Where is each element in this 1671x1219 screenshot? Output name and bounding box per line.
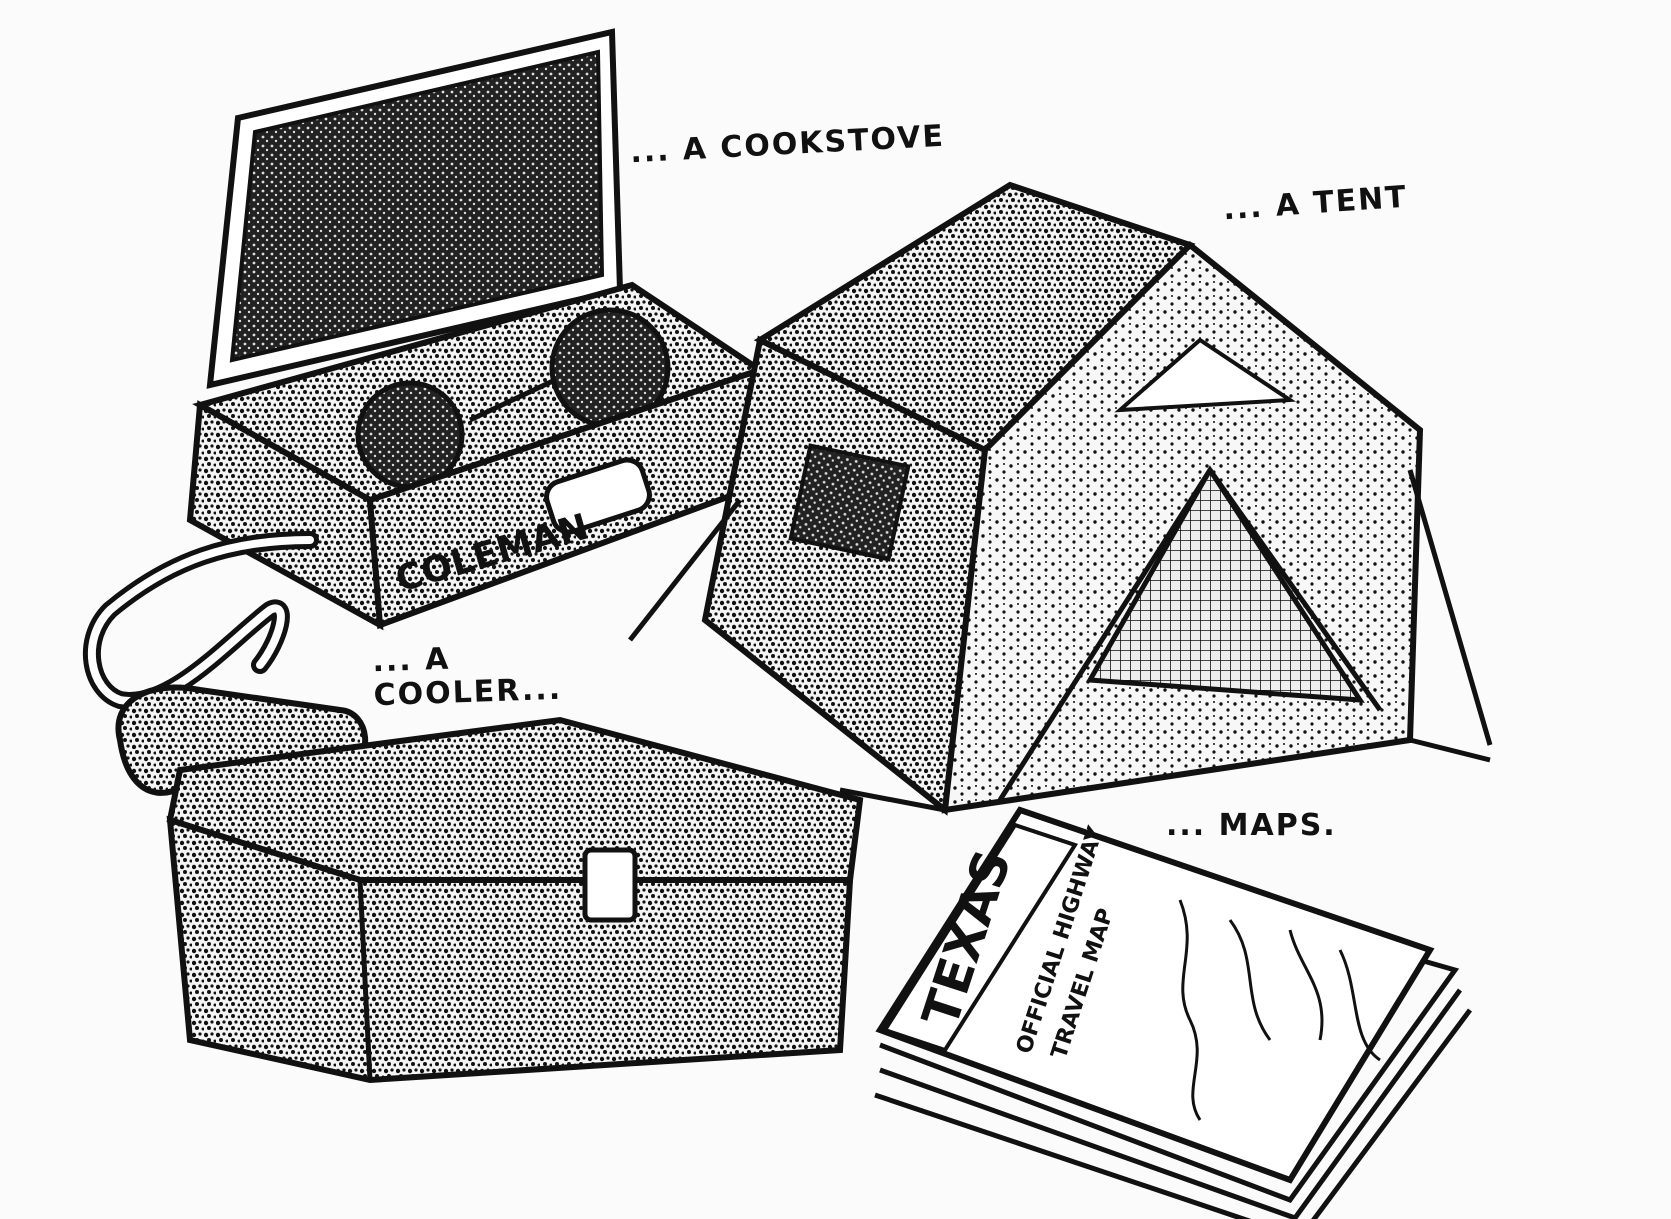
tent-pole: [628, 498, 742, 642]
cookstove: COLEMAN: [82, 28, 767, 710]
maps: TEXAS OFFICIAL HIGHWAY TRAVEL MAP: [874, 806, 1473, 1219]
tent-vent: [1114, 337, 1297, 413]
tent: [628, 181, 1493, 816]
caption-cooler-line2: COOLER...: [373, 671, 563, 714]
cooler-latch: [582, 847, 638, 923]
map-roads: [1178, 899, 1381, 1121]
cookstove-latch: [544, 457, 652, 535]
caption-maps: ... MAPS.: [1166, 808, 1337, 843]
tent-window: [788, 443, 911, 562]
tent-door: [1085, 465, 1365, 703]
cooler: [115, 684, 864, 1084]
caption-cooler: ... A COOLER...: [372, 639, 563, 714]
